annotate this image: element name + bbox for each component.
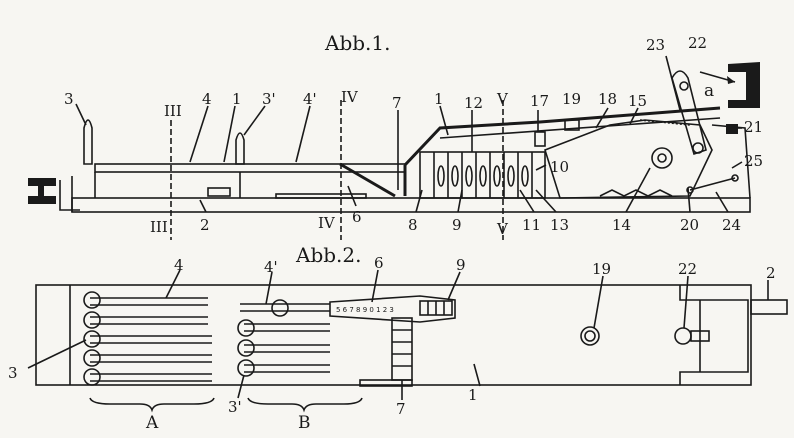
brace-B <box>247 397 363 413</box>
label-10: 10 <box>550 158 569 176</box>
fig2-title: Abb.2. <box>295 243 362 267</box>
label-2-plan: 2 <box>766 264 776 282</box>
column-7 <box>359 317 413 387</box>
label-18: 18 <box>598 90 617 108</box>
brace-A <box>89 397 215 413</box>
label-4: 4 <box>202 90 212 108</box>
ratchet-teeth <box>599 189 673 197</box>
scale-digits: 5 6 7 8 9 0 1 2 3 <box>336 306 394 314</box>
label-20: 20 <box>680 216 699 234</box>
scale-slider: 5 6 7 8 9 0 1 2 3 <box>329 295 456 323</box>
label-25: 25 <box>744 152 763 170</box>
label-22-plan: 22 <box>678 260 697 278</box>
label-4-plan: 4 <box>174 256 184 274</box>
fig1-labels: 3 4 1 3' 4' 7 1 12 17 19 18 15 23 22 a 1… <box>64 34 763 238</box>
label-7: 7 <box>392 94 402 112</box>
block-17 <box>534 131 546 147</box>
label-11: 11 <box>522 216 541 234</box>
label-12: 12 <box>464 94 483 112</box>
label-4-prime: 4' <box>303 90 317 108</box>
gear-14 <box>651 147 673 169</box>
label-V-bottom: V <box>496 220 509 238</box>
figure-2: Abb.2. <box>8 243 788 433</box>
label-III-bottom: III <box>150 218 168 236</box>
label-3-prime-plan: 3' <box>228 398 242 416</box>
column-body <box>391 317 413 381</box>
stop-21 <box>726 124 738 134</box>
label-6: 6 <box>352 208 362 226</box>
label-4-prime-plan: 4' <box>264 258 278 276</box>
figure-1: Abb.1. <box>28 31 763 240</box>
fig1-title: Abb.1. <box>324 31 391 55</box>
base-plate <box>71 197 751 213</box>
extension-2 <box>750 299 788 315</box>
slot-group-B <box>237 299 330 377</box>
top-plate <box>403 106 721 167</box>
small-block <box>207 187 231 197</box>
slider-bar <box>94 163 406 173</box>
column-foot <box>359 379 413 387</box>
lever-mechanism <box>534 62 760 199</box>
label-1: 1 <box>232 90 242 108</box>
label-1-plan: 1 <box>468 386 478 404</box>
slope-guide-7 <box>339 162 396 198</box>
counter-frame <box>419 151 546 199</box>
label-15: 15 <box>628 92 647 110</box>
knob-22 <box>674 327 692 345</box>
block-19 <box>564 119 580 131</box>
label-A: A <box>145 413 159 433</box>
label-19: 19 <box>562 90 581 108</box>
label-23: 23 <box>646 36 665 54</box>
label-9-plan: 9 <box>456 256 466 274</box>
flat-strip <box>275 193 367 199</box>
left-end-fitting <box>59 176 80 212</box>
lever-22 <box>671 70 707 156</box>
label-13: 13 <box>550 216 569 234</box>
fig1-leaders <box>75 55 743 213</box>
label-21: 21 <box>744 118 763 136</box>
pin-3 <box>83 119 93 165</box>
label-3: 3 <box>64 90 74 108</box>
label-3-plan: 3 <box>8 364 18 382</box>
mechanism-housing <box>544 119 713 199</box>
top-plate-inner <box>439 117 721 139</box>
right-grip <box>728 62 760 108</box>
label-24: 24 <box>722 216 741 234</box>
label-B: B <box>298 413 311 433</box>
label-14: 14 <box>612 216 631 234</box>
label-8: 8 <box>408 216 418 234</box>
fig2-leaders <box>27 269 769 400</box>
link-24 <box>689 177 736 191</box>
label-3-prime: 3' <box>262 90 276 108</box>
label-a: a <box>704 81 714 101</box>
spring-23 <box>639 119 691 126</box>
label-9: 9 <box>452 216 462 234</box>
left-clamp <box>28 178 56 204</box>
label-V-top: V <box>496 90 509 108</box>
right-case <box>711 124 751 199</box>
label-7-plan: 7 <box>396 400 406 418</box>
scale-bar <box>329 295 456 323</box>
slot-group-A <box>83 291 212 386</box>
label-19-plan: 19 <box>592 260 611 278</box>
knob-19 <box>580 326 600 346</box>
label-17: 17 <box>530 92 549 110</box>
label-IV-top: IV <box>341 88 359 106</box>
label-IV-bottom: IV <box>318 214 336 232</box>
fig2-labels: 4 4' 6 9 19 22 2 3 3' 7 1 A B <box>8 254 776 433</box>
label-6-plan: 6 <box>374 254 384 272</box>
plan-body <box>35 284 752 386</box>
label-22: 22 <box>688 34 707 52</box>
pin-3-prime <box>235 132 245 165</box>
label-2: 2 <box>200 216 210 234</box>
counter-stack <box>419 151 546 199</box>
label-1-top: 1 <box>434 90 444 108</box>
label-III-top: III <box>164 102 182 120</box>
right-frame <box>679 285 749 385</box>
